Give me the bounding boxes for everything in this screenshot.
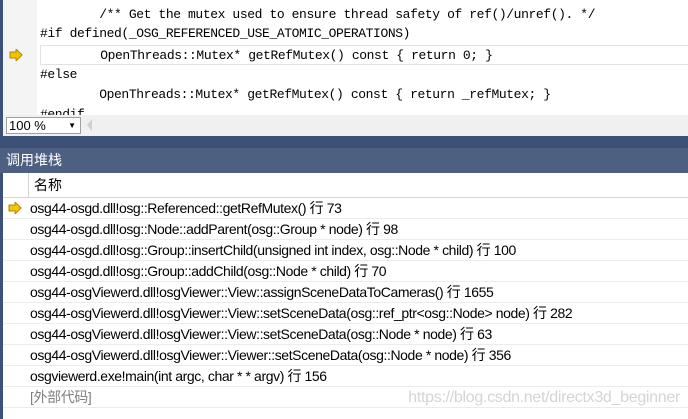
stack-frame[interactable]: osg44-osgd.dll!osg::Node::addParent(osg:… bbox=[3, 219, 688, 240]
code-line: #endif bbox=[40, 107, 85, 115]
frame-label: osg44-osgViewerd.dll!osgViewer::Viewer::… bbox=[30, 347, 511, 363]
stack-frame[interactable]: osg44-osgViewerd.dll!osgViewer::View::se… bbox=[3, 324, 688, 345]
code-editor[interactable]: /** Get the mutex used to ensure thread … bbox=[0, 0, 688, 115]
column-header-label: 名称 bbox=[28, 173, 62, 198]
frame-label: osg44-osgd.dll!osg::Referenced::getRefMu… bbox=[30, 200, 342, 216]
frame-label: osg44-osgViewerd.dll!osgViewer::View::se… bbox=[30, 305, 573, 321]
frame-label: osg44-osgd.dll!osg::Group::insertChild(u… bbox=[30, 242, 516, 258]
code-line: /** Get the mutex used to ensure thread … bbox=[40, 7, 596, 22]
call-stack-title: 调用堆栈 bbox=[0, 148, 688, 173]
panel-splitter[interactable] bbox=[0, 136, 688, 148]
stack-frame-external[interactable]: [外部代码] bbox=[3, 387, 688, 408]
external-code-label: [外部代码] bbox=[30, 389, 92, 405]
stack-frame[interactable]: osg44-osgd.dll!osg::Group::insertChild(u… bbox=[3, 240, 688, 261]
frame-label: osg44-osgViewerd.dll!osgViewer::View::as… bbox=[30, 284, 494, 300]
code-line: OpenThreads::Mutex* getRefMutex() const … bbox=[40, 87, 551, 102]
stack-frame[interactable]: osg44-osgd.dll!osg::Referenced::getRefMu… bbox=[3, 198, 688, 219]
stack-frame[interactable]: osg44-osgViewerd.dll!osgViewer::View::as… bbox=[3, 282, 688, 303]
chevron-down-icon: ▼ bbox=[68, 121, 76, 130]
zoom-select[interactable]: 100 % ▼ bbox=[6, 117, 81, 134]
stack-frame[interactable]: osg44-osgd.dll!osg::Group::addChild(osg:… bbox=[3, 261, 688, 282]
current-frame-arrow-icon bbox=[8, 202, 22, 214]
scroll-left-icon[interactable] bbox=[87, 119, 92, 131]
frame-label: osgviewerd.exe!main(int argc, char * * a… bbox=[30, 368, 327, 384]
code-line: #else bbox=[40, 67, 78, 82]
editor-status-bar: 100 % ▼ bbox=[0, 115, 688, 136]
current-statement-arrow-icon bbox=[9, 49, 23, 61]
frame-label: osg44-osgd.dll!osg::Group::addChild(osg:… bbox=[30, 263, 387, 279]
code-line-current: OpenThreads::Mutex* getRefMutex() const … bbox=[40, 45, 688, 65]
stack-frame[interactable]: osg44-osgViewerd.dll!osgViewer::View::se… bbox=[3, 303, 688, 324]
stack-frame[interactable]: osg44-osgViewerd.dll!osgViewer::Viewer::… bbox=[3, 345, 688, 366]
code-line: #if defined(_OSG_REFERENCED_USE_ATOMIC_O… bbox=[40, 26, 411, 41]
stack-frame[interactable]: osgviewerd.exe!main(int argc, char * * a… bbox=[3, 366, 688, 387]
call-stack-list[interactable]: 名称 osg44-osgd.dll!osg::Referenced::getRe… bbox=[0, 173, 688, 419]
frame-label: osg44-osgd.dll!osg::Node::addParent(osg:… bbox=[30, 221, 398, 237]
frame-label: osg44-osgViewerd.dll!osgViewer::View::se… bbox=[30, 326, 492, 342]
zoom-value: 100 % bbox=[9, 118, 46, 133]
column-header-name[interactable]: 名称 bbox=[3, 173, 688, 198]
watermark: https://blog.csdn.net/directx3d_beginner bbox=[408, 389, 680, 406]
